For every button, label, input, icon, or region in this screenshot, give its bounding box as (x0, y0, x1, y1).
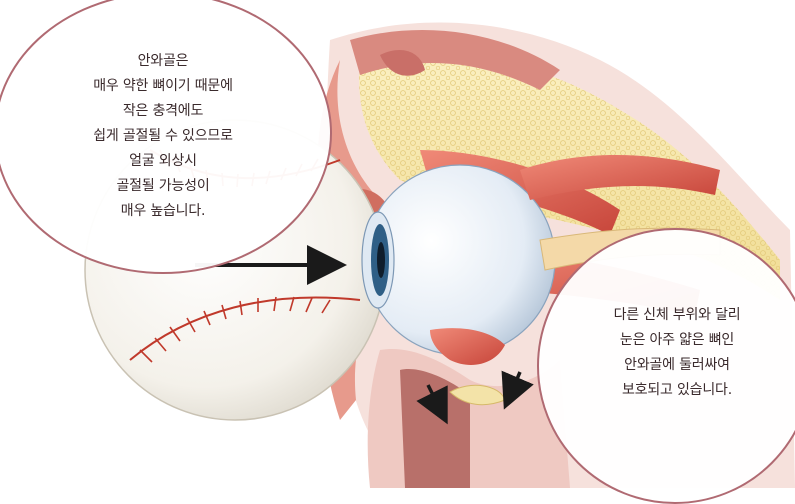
callout-left-text: 안와골은 매우 약한 뼈이기 때문에 작은 충격에도 쉽게 골절될 수 있으므로… (93, 49, 233, 224)
callout-left-line: 안와골은 (93, 49, 233, 74)
callout-left-line: 쉽게 골절될 수 있으므로 (93, 124, 233, 149)
callout-left: 안와골은 매우 약한 뼈이기 때문에 작은 충격에도 쉽게 골절될 수 있으므로… (0, 0, 332, 274)
callout-right-line: 안와골에 둘러싸여 (614, 353, 741, 378)
callout-left-line: 얼굴 외상시 (93, 149, 233, 174)
pupil (377, 242, 385, 278)
callout-left-line: 매우 높습니다. (93, 199, 233, 224)
callout-left-line: 작은 충격에도 (93, 99, 233, 124)
callout-right: 다른 신체 부위와 달리 눈은 아주 얇은 뼈인 안와골에 둘러싸여 보호되고 … (537, 228, 795, 504)
callout-right-line: 다른 신체 부위와 달리 (614, 303, 741, 328)
callout-left-line: 매우 약한 뼈이기 때문에 (93, 74, 233, 99)
callout-right-text: 다른 신체 부위와 달리 눈은 아주 얇은 뼈인 안와골에 둘러싸여 보호되고 … (614, 303, 741, 403)
callout-left-line: 골절될 가능성이 (93, 174, 233, 199)
callout-right-line: 눈은 아주 얇은 뼈인 (614, 328, 741, 353)
callout-right-line: 보호되고 있습니다. (614, 378, 741, 403)
